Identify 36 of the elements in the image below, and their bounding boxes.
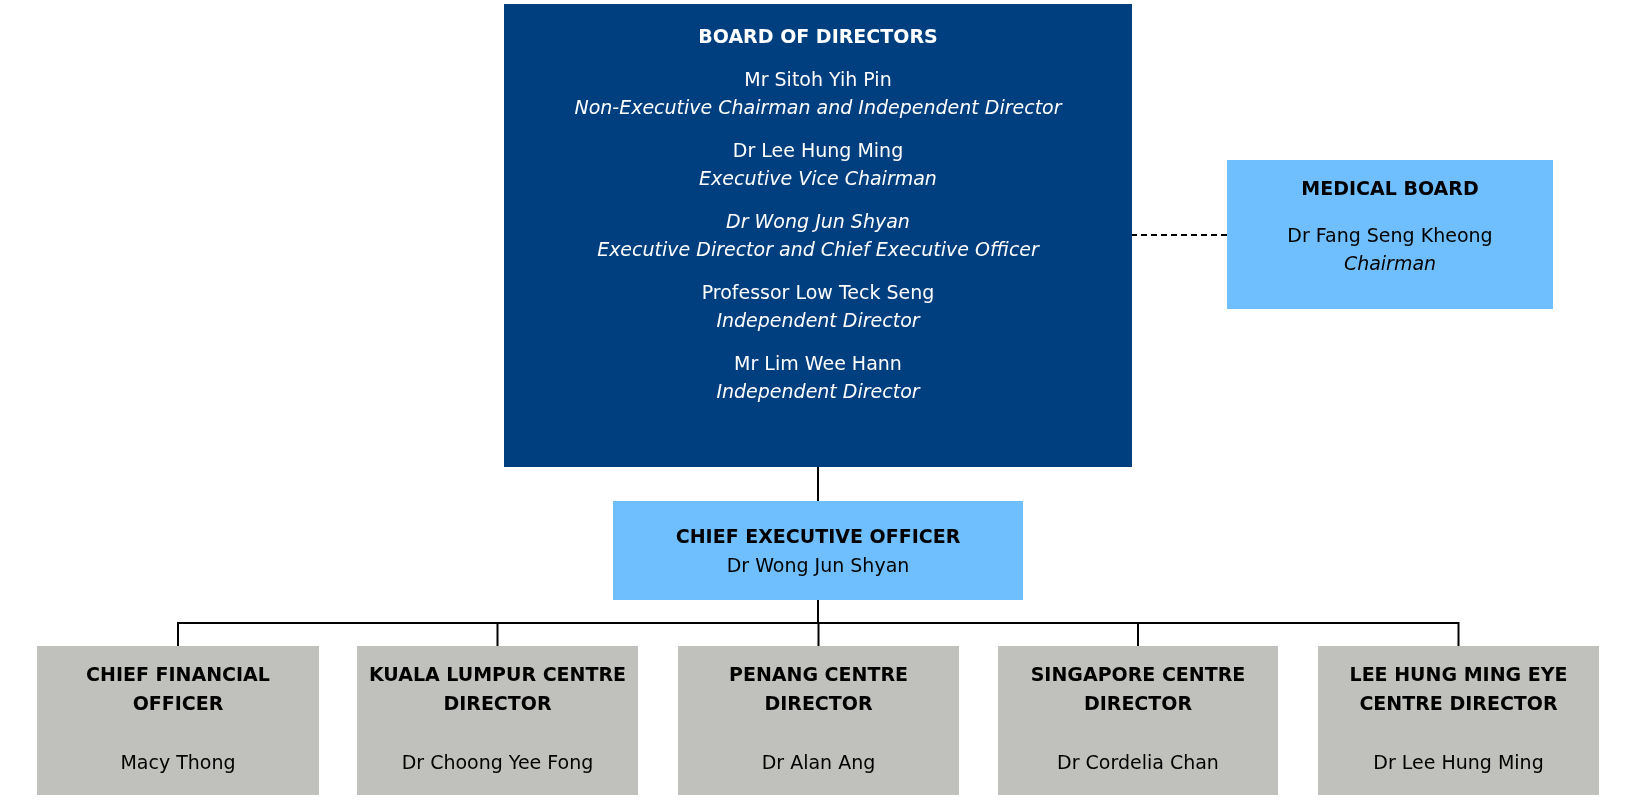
heading: CHIEF FINANCIAL OFFICER [85, 662, 271, 717]
name-text: Dr Wong Jun Shyan [726, 552, 910, 578]
unit-box [37, 646, 319, 795]
heading: CHIEF EXECUTIVE OFFICER [675, 524, 961, 549]
unit-box [1318, 646, 1599, 795]
name-text: Dr Cordelia Chan [1057, 749, 1219, 775]
unit-box [998, 646, 1278, 795]
name-text: Dr Wong Jun Shyan [726, 208, 910, 234]
heading: SINGAPORE CENTRE DIRECTOR [1029, 662, 1247, 717]
heading: KUALA LUMPUR CENTRE DIRECTOR [367, 662, 628, 717]
name-text: Professor Low Teck Seng [701, 279, 935, 305]
committee-box [1227, 160, 1553, 309]
unit-box [678, 646, 959, 795]
name-text: Mr Sitoh Yih Pin [744, 66, 892, 92]
name-text: Dr Fang Seng Kheong [1287, 222, 1493, 248]
role-text: Independent Director [716, 308, 920, 333]
heading: BOARD OF DIRECTORS [698, 24, 938, 49]
name-text: Mr Lim Wee Hann [734, 350, 902, 376]
unit-box [357, 646, 638, 795]
heading: PENANG CENTRE DIRECTOR [728, 662, 909, 717]
role-text: Non-Executive Chairman and Independent Director [574, 95, 1062, 120]
connector-line [1131, 234, 1228, 236]
name-text: Macy Thong [120, 749, 236, 775]
name-text: Dr Lee Hung Ming [1373, 749, 1544, 775]
role-text: Executive Vice Chairman [699, 166, 937, 191]
name-text: Dr Alan Ang [761, 749, 876, 775]
role-text: Chairman [1343, 251, 1437, 276]
role-text: Independent Director [716, 379, 920, 404]
heading: MEDICAL BOARD [1301, 176, 1479, 201]
heading: LEE HUNG MING EYE CENTRE DIRECTOR [1348, 662, 1569, 717]
name-text: Dr Lee Hung Ming [732, 137, 904, 163]
connector-line [817, 466, 819, 502]
role-text: Executive Director and Chief Executive Officer [597, 237, 1039, 262]
name-text: Dr Choong Yee Fong [401, 749, 594, 775]
executive-box [613, 501, 1023, 600]
board-box [504, 4, 1132, 467]
